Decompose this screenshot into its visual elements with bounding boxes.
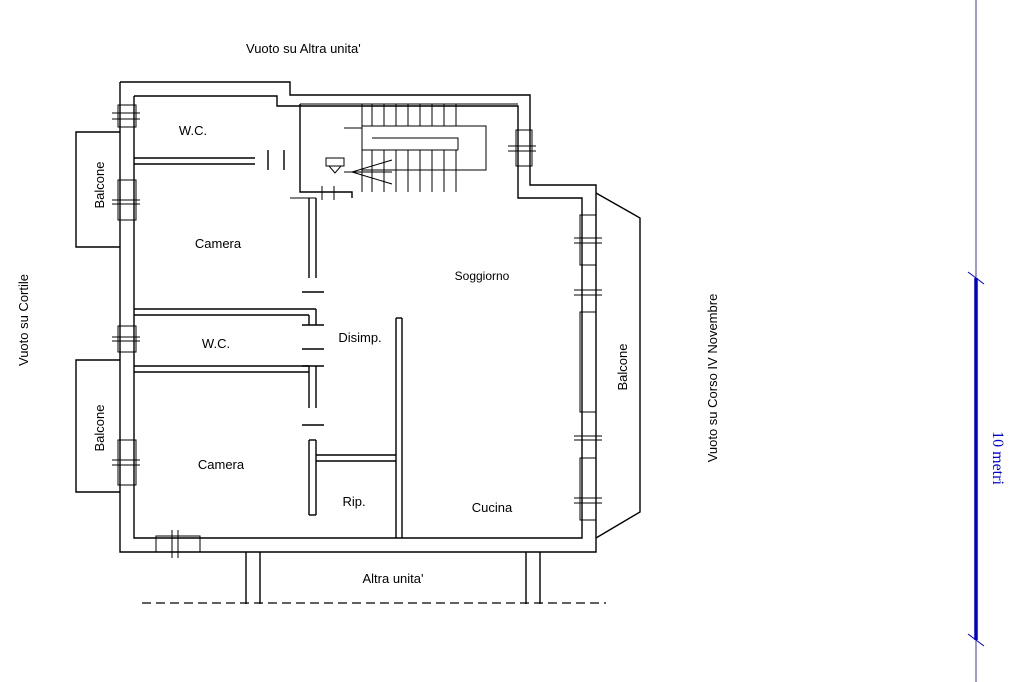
bell-icon bbox=[325, 157, 345, 174]
other-unit-outline bbox=[142, 552, 606, 604]
balcone-label-west-bottom: Balcone bbox=[92, 405, 107, 452]
interior-walls bbox=[134, 150, 403, 538]
room-label-wc-mid: W.C. bbox=[202, 336, 230, 351]
balcone-label-west-top: Balcone bbox=[92, 162, 107, 209]
balconies bbox=[75, 131, 641, 539]
orientation-west-label: Vuoto su Cortile bbox=[16, 274, 31, 366]
orientation-east-label: Vuoto su Corso IV Novembre bbox=[705, 294, 720, 463]
windows bbox=[112, 104, 602, 558]
staircase bbox=[344, 104, 487, 192]
room-label-camera-top: Camera bbox=[195, 236, 242, 251]
exterior-walls bbox=[119, 81, 597, 553]
scale-bar bbox=[967, 0, 985, 682]
room-label-cucina: Cucina bbox=[472, 500, 513, 515]
orientation-north-label: Vuoto su Altra unita' bbox=[246, 41, 361, 56]
room-label-soggiorno: Soggiorno bbox=[455, 269, 510, 283]
balcone-label-east: Balcone bbox=[615, 344, 630, 391]
room-label-rip: Rip. bbox=[342, 494, 365, 509]
scale-label: 10 metri bbox=[989, 431, 1006, 485]
room-label-wc-top: W.C. bbox=[179, 123, 207, 138]
other-unit-label: Altra unita' bbox=[362, 571, 423, 586]
room-label-disimp: Disimp. bbox=[338, 330, 381, 345]
room-label-camera-bottom: Camera bbox=[198, 457, 245, 472]
